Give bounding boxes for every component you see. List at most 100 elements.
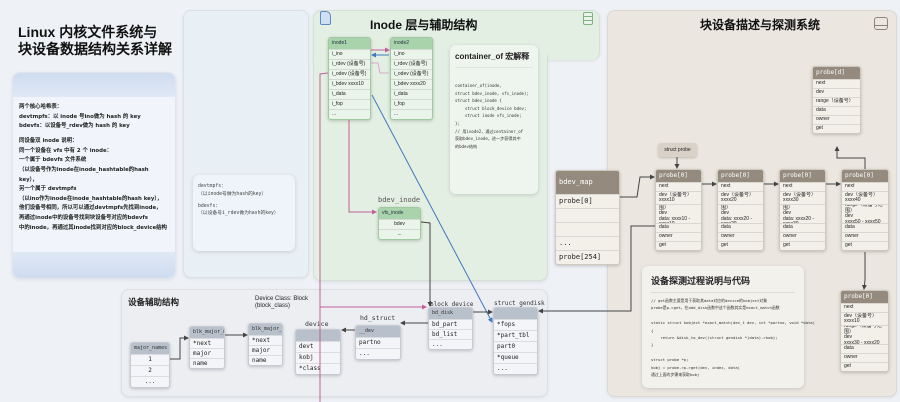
text-line: 同设备双 inode 说明： <box>19 138 78 145</box>
struct-field: ... <box>356 348 400 359</box>
struct-field: major <box>190 348 224 358</box>
hard-disk-icon <box>874 17 888 30</box>
struct-field: name <box>249 355 282 365</box>
struct-field: ... <box>379 229 420 239</box>
struct-title: blk_major_names <box>190 327 224 338</box>
probe-explain-title: 设备探测过程说明与代码 <box>651 274 795 293</box>
text-line: 另一个属于 devtmpfs <box>19 186 77 193</box>
text-line: bdevfs：以设备号_rdev做为 hash 的 key <box>19 123 130 130</box>
struct-field: get <box>842 241 888 250</box>
struct-field: range（设备号范围） dev data: xxxx20 - xxxx30 <box>780 204 825 223</box>
struct-field: i_data <box>329 89 370 99</box>
struct-title: major_names <box>131 343 169 354</box>
struct-title: probe[0] <box>780 170 825 182</box>
struct-title <box>296 330 340 341</box>
struct-field: owner <box>656 232 701 241</box>
struct-field: data <box>780 223 825 232</box>
bdev-inode-label: bdev_inode <box>378 196 421 204</box>
struct-title: probe[0] <box>718 170 763 182</box>
struct-field: i_ino <box>329 49 370 59</box>
struct-field: ... <box>429 339 472 349</box>
struct-field: i_ino <box>391 49 432 59</box>
struct-field: i_bdev xxxx10 <box>329 79 370 89</box>
probe-explain-code: // get函数主要是用于获取其data对应的device的kobject对象 … <box>651 298 815 378</box>
struct-field: name <box>190 358 224 368</box>
title-line-1: Linux 内核文件系统与 <box>18 24 158 40</box>
struct-field: range（设备号范围） dev data: xxxx20 - xxxx20 <box>718 204 763 223</box>
struct-field: i_odev (设备号) <box>329 69 370 79</box>
struct-field: i_fop <box>329 99 370 109</box>
text-line: （以设备号i_rdev做为hash的key） <box>198 211 279 217</box>
struct-field: *next <box>190 338 224 348</box>
text-line: bdevfs： <box>198 203 221 209</box>
struct-field: next <box>842 182 888 191</box>
struct-title: probe[d] <box>813 67 860 79</box>
struct-field: probe[254] <box>556 250 619 264</box>
struct-field: next <box>718 182 763 191</box>
struct-field: partno <box>356 337 400 348</box>
text-line: 再通过inode中的设备号找到块设备号对应的bdevfs <box>19 214 148 221</box>
struct-title: probe[0] <box>842 170 888 182</box>
struct-field: ... <box>494 363 537 374</box>
text-line: 他们设备号相同，所以可以通过devtmpfs先找到inode， <box>19 205 162 212</box>
text-line: 两个核心哈希表： <box>19 104 63 110</box>
struct-field: dev（设备号） xxxx40 <box>842 191 888 204</box>
struct-title <box>494 308 537 319</box>
file-icon <box>320 11 331 25</box>
struct-field: dev（设备号） xxxx20 <box>718 191 763 204</box>
text-line: （以设备号作为inode在inode_hashtable的hash key）， <box>19 166 149 183</box>
struct-title: vfs_inode <box>379 208 420 219</box>
struct-field: i_data <box>391 89 432 99</box>
struct-field: devt <box>296 341 340 352</box>
struct-field: ... <box>556 236 619 250</box>
struct-field: bdev <box>379 219 420 229</box>
struct-field: get <box>718 241 763 250</box>
struct-field: next <box>841 303 888 312</box>
struct-field: dev（设备号） xxxx10 <box>841 312 888 325</box>
container-of-title: container_of 宏解释 <box>455 51 533 68</box>
struct-field: next <box>813 79 860 88</box>
text-line: （以inode号做为hash的key） <box>198 191 267 197</box>
struct-field: ... <box>131 376 169 387</box>
struct-field: range（设备号） <box>813 97 860 106</box>
text-line: 中的inode，再通过其inode找到对应的block_device结构 <box>19 224 167 231</box>
block-panel-title: 块设备描述与探测系统 <box>700 18 821 32</box>
struct-field: owner <box>813 115 860 124</box>
container-of-card: container_of 宏解释 container_of(inode, str… <box>450 45 538 194</box>
struct-field: data <box>718 223 763 232</box>
struct-field: data <box>841 344 888 353</box>
struct-field: ... <box>329 109 370 119</box>
struct-field: 1 <box>131 354 169 365</box>
struct-field <box>556 208 619 222</box>
inode-panel-title: Inode 层与辅助结构 <box>370 18 478 32</box>
probe-explain-card: 设备探测过程说明与代码 // get函数主要是用于获取其data对应的devic… <box>642 266 815 388</box>
struct-field: *fops <box>494 319 537 330</box>
struct-field: owner <box>842 232 888 241</box>
struct-field: dev（设备号） xxxx30 <box>780 191 825 204</box>
struct-field: range（设备号范围） dev data: xxxx10 - xxxx10 <box>656 204 701 223</box>
struct-probe-tag: struct probe <box>658 143 697 157</box>
struct-title: bd_disk <box>429 308 472 319</box>
struct-field: data <box>842 223 888 232</box>
struct-field: bd_list <box>429 329 472 339</box>
struct-field: bd_part <box>429 319 472 329</box>
struct-field: range（设备号范围） dev xxxx30 - xxxx20 <box>841 325 888 344</box>
struct-field: ... <box>391 109 432 119</box>
struct-field: i_rdev (设备号) <box>391 59 432 69</box>
struct-field: major <box>249 345 282 355</box>
struct-field: *class <box>296 363 340 374</box>
struct-field: data <box>813 106 860 115</box>
struct-field: next <box>780 182 825 191</box>
aux-panel-title: 设备辅助结构 <box>128 297 180 307</box>
text-line: devtmpfs：以 inode 号ino做为 hash 的 key <box>19 113 141 120</box>
